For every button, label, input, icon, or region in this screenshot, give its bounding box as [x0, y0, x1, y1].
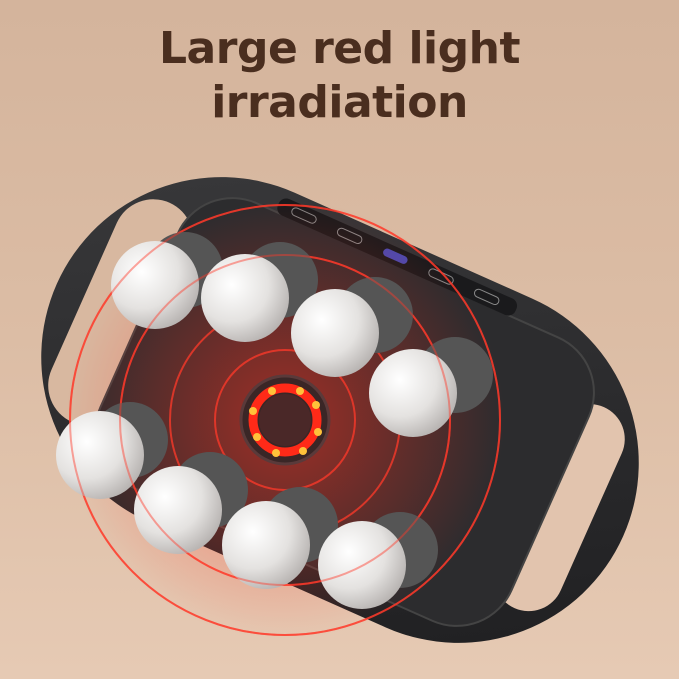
headline: Large red light irradiation: [0, 22, 679, 130]
massage-balls: [56, 232, 493, 609]
headline-line-2: irradiation: [211, 77, 468, 128]
headline-line-1: Large red light: [159, 23, 520, 74]
red-light-led-ring: [239, 374, 331, 466]
